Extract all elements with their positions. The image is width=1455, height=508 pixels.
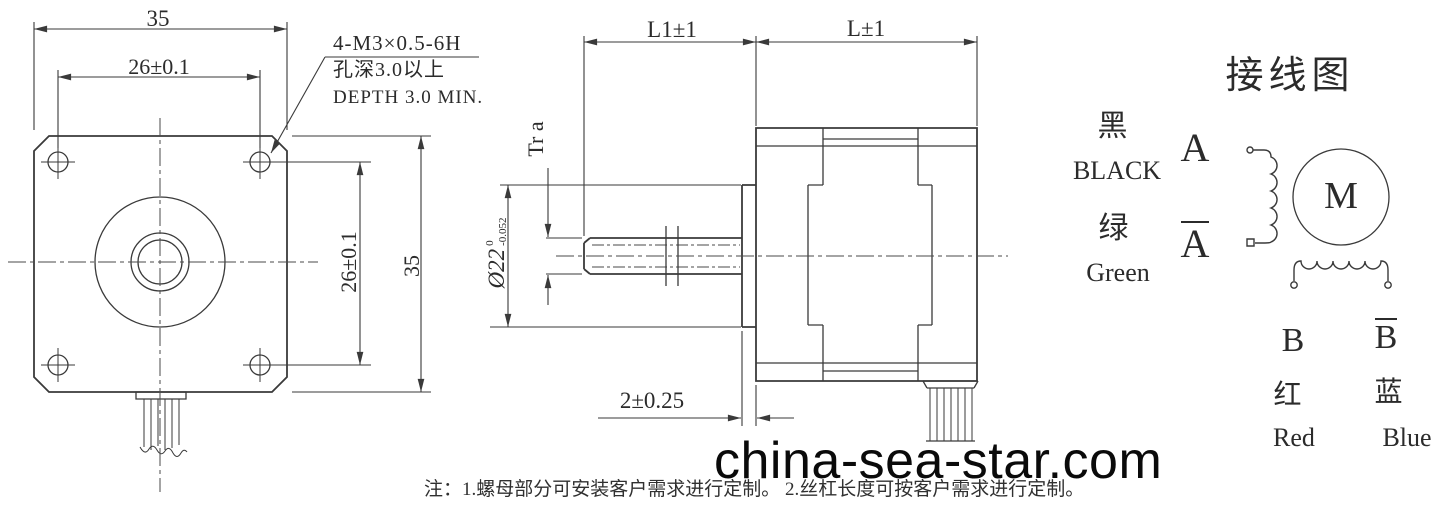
lead-a-bar-color-cn: 绿 <box>1098 212 1130 245</box>
hole-callout-depth-en: DEPTH 3.0 MIN. <box>333 87 484 108</box>
boss-tolerance: 0 -0.052 <box>484 217 509 245</box>
dim-boss-depth: 2±0.25 <box>619 388 685 413</box>
screw-thread-label: Tr a <box>522 121 548 157</box>
front-view-outline <box>8 118 318 492</box>
lead-a-bar-color-en: Green <box>1086 258 1150 287</box>
phase-a-label: A <box>1180 125 1210 170</box>
dim-width-total: 35 <box>146 6 170 31</box>
phase-b-bar-label: B <box>1374 318 1398 356</box>
dim-screw-length: L1±1 <box>647 17 697 42</box>
dim-width-holes: 26±0.1 <box>128 54 190 79</box>
dim-body-length: L±1 <box>846 16 886 41</box>
coil-a-icon <box>1253 150 1277 243</box>
hole-callout-spec: 4-M3×0.5-6H <box>333 31 462 55</box>
terminal-b-bar-icon <box>1385 282 1391 288</box>
hole-callout-depth-cn: 孔深3.0以上 <box>333 59 445 81</box>
motor-label: M <box>1324 175 1358 217</box>
boss-diameter-label: Ø22 0 -0.052 <box>481 178 513 328</box>
terminal-a-icon <box>1247 147 1253 153</box>
boss-tolerance-upper: 0 <box>484 240 497 246</box>
lead-b-bar-color-en: Blue <box>1382 423 1432 452</box>
drawing-note: 注：1.螺母部分可安装客户需求进行定制。 2.丝杠长度可按客户需求进行定制。 <box>424 479 1085 500</box>
lead-b-color-en: Red <box>1273 423 1315 452</box>
lead-b-bar-color-cn: 蓝 <box>1374 377 1404 408</box>
dimension-lines <box>34 22 977 426</box>
boss-diameter-value: Ø22 <box>484 248 510 289</box>
lead-b-color-cn: 红 <box>1273 380 1303 411</box>
dim-height-holes: 26±0.1 <box>335 231 361 293</box>
wiring-diagram-symbol <box>1247 147 1391 288</box>
phase-a-bar-label: A <box>1180 221 1210 266</box>
dim-height-total: 35 <box>398 255 424 277</box>
motor-circle-icon <box>1293 149 1389 245</box>
phase-b-label: B <box>1281 322 1305 359</box>
boss-tolerance-lower: -0.052 <box>497 217 509 246</box>
lead-a-color-cn: 黑 <box>1097 110 1129 143</box>
coil-b-icon <box>1294 261 1388 281</box>
watermark: china-sea-star.com <box>714 432 1163 490</box>
lead-a-color-en: BLACK <box>1072 156 1162 185</box>
terminal-b-icon <box>1291 282 1297 288</box>
terminal-a-bar-icon <box>1247 239 1254 246</box>
side-view-outline <box>556 128 1008 441</box>
wiring-title: 接线图 <box>1225 55 1355 97</box>
